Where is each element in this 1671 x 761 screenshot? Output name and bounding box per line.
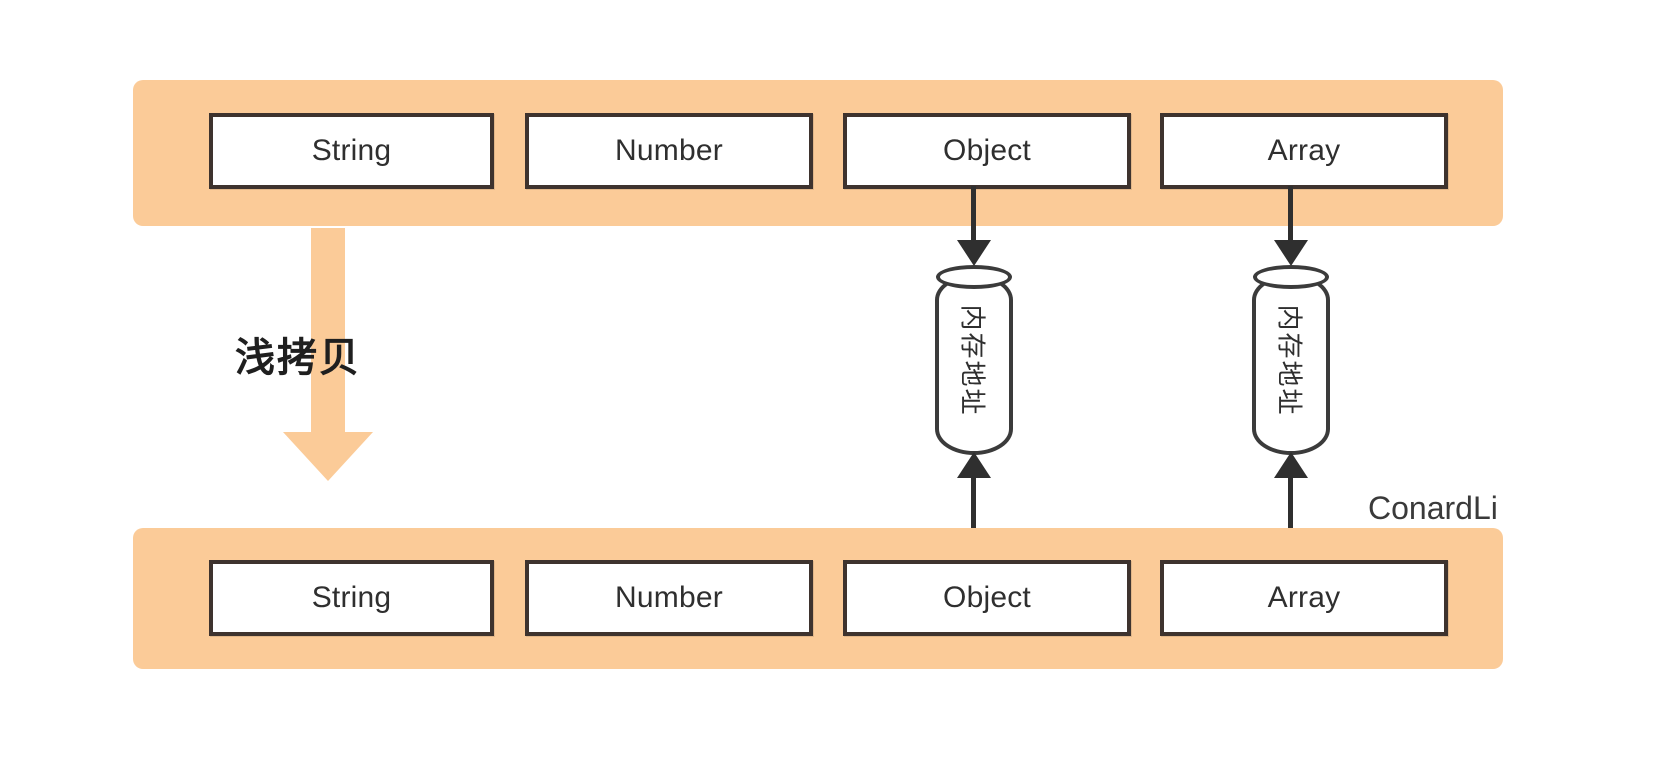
arrow-shaft [311, 228, 345, 435]
copied-box-array[interactable]: Array [1160, 560, 1448, 636]
arrow-head-down-array-icon [1274, 240, 1308, 266]
memory-address-text: 内存地址 [1274, 303, 1305, 417]
connector-source-object-to-memory [971, 186, 976, 246]
cylinder-body [935, 274, 1013, 455]
copied-box-number[interactable]: Number [525, 560, 813, 636]
shallow-copy-arrow-icon [283, 228, 373, 481]
memory-address-label-object: 内存地址 [935, 265, 1013, 455]
shallow-copy-label: 浅拷贝 [235, 335, 361, 381]
arrow-head-down-object-icon [957, 240, 991, 266]
memory-address-label-array: 内存地址 [1252, 265, 1330, 455]
memory-address-text: 内存地址 [957, 303, 988, 417]
copied-box-string[interactable]: String [209, 560, 494, 636]
source-box-object[interactable]: Object [843, 113, 1131, 189]
author-watermark: ConardLi [1368, 490, 1498, 526]
connector-source-array-to-memory [1288, 186, 1293, 246]
arrow-tip [283, 432, 373, 481]
source-box-string[interactable]: String [209, 113, 494, 189]
source-box-array[interactable]: Array [1160, 113, 1448, 189]
copied-box-object[interactable]: Object [843, 560, 1131, 636]
memory-address-cylinder-object: 内存地址 [935, 265, 1013, 455]
connector-copy-array-to-memory [1288, 478, 1293, 560]
memory-address-cylinder-array: 内存地址 [1252, 265, 1330, 455]
source-box-number[interactable]: Number [525, 113, 813, 189]
cylinder-top-ellipse [1253, 265, 1329, 289]
connector-copy-object-to-memory [971, 478, 976, 560]
arrow-head-up-object-icon [957, 452, 991, 478]
cylinder-top-ellipse [936, 265, 1012, 289]
arrow-head-up-array-icon [1274, 452, 1308, 478]
